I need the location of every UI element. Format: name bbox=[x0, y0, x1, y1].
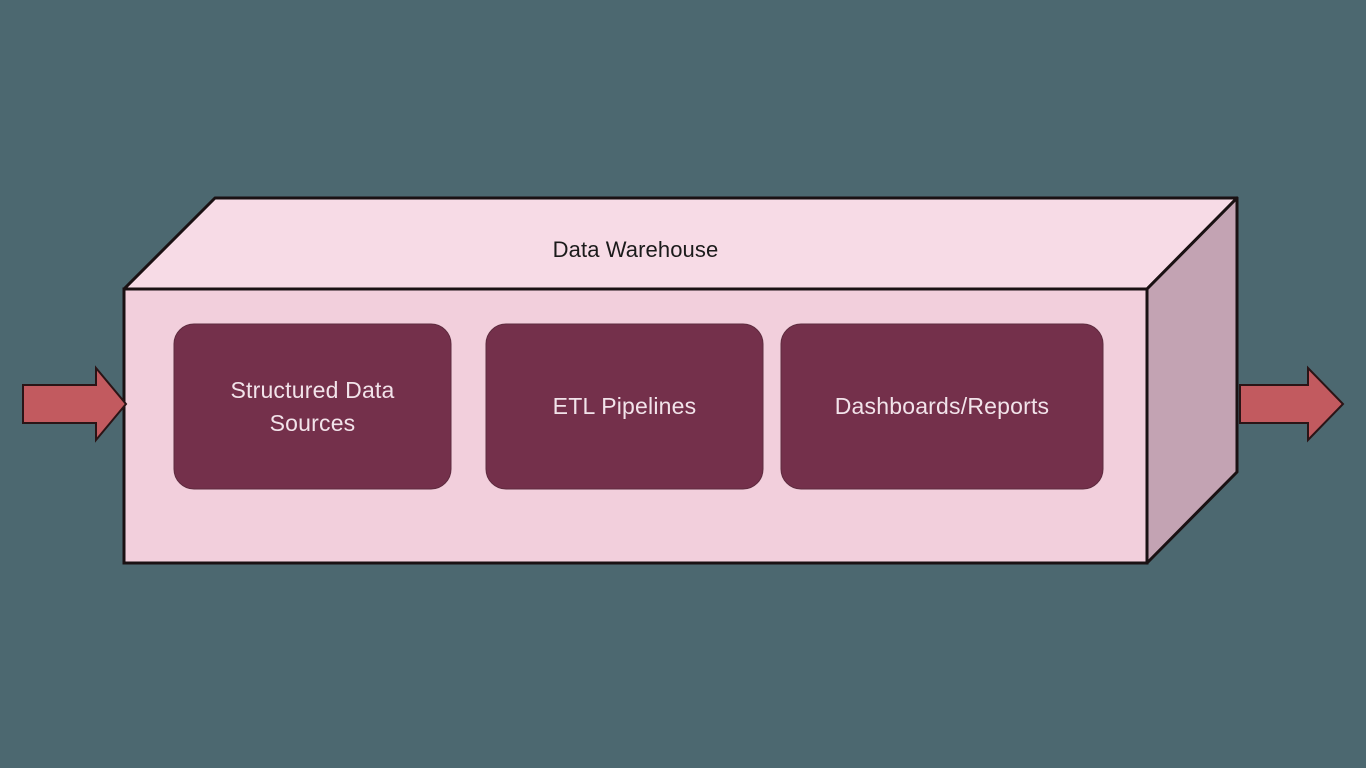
node-box-dashboards-reports[interactable] bbox=[780, 323, 1104, 490]
output-arrow bbox=[1239, 365, 1345, 443]
container-top-face bbox=[122, 196, 1239, 291]
node-box-structured-data-sources[interactable] bbox=[173, 323, 452, 490]
node-box-etl-pipelines[interactable] bbox=[485, 323, 764, 490]
input-arrow bbox=[22, 365, 128, 443]
